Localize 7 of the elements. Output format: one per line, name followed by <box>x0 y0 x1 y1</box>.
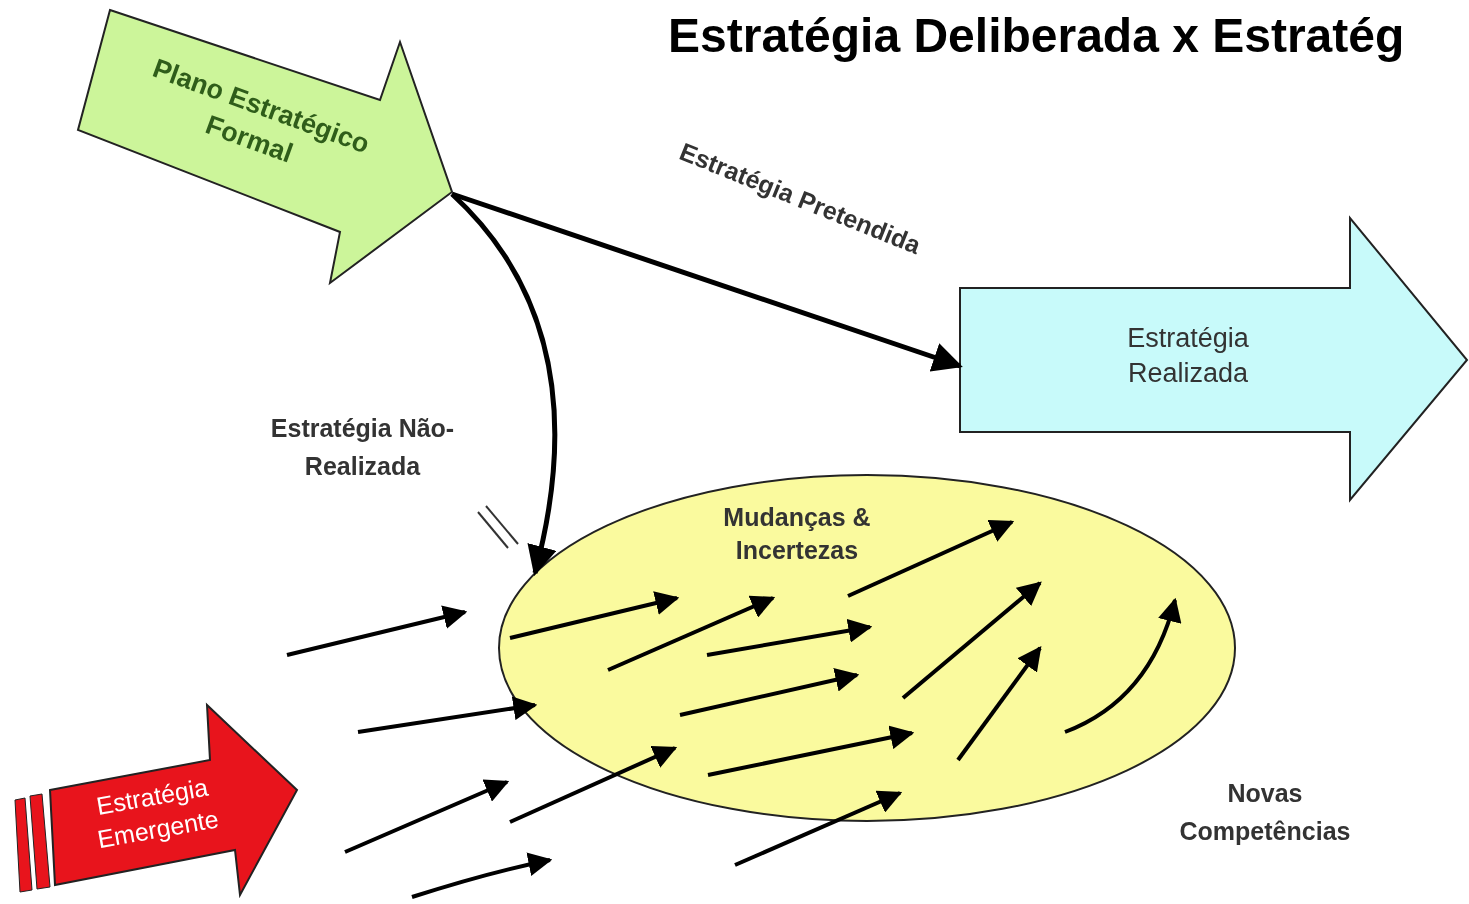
title: Estratégia Deliberada x Estratég <box>668 8 1405 63</box>
arrow <box>450 192 558 576</box>
node-label: Estratégia Realizada <box>1126 322 1250 391</box>
node-label: Estratégia Emergente <box>93 771 222 855</box>
node-label: Mudanças & Incertezas <box>722 502 872 566</box>
text-label: Novas Competências <box>1178 778 1352 847</box>
arrow <box>451 191 963 372</box>
